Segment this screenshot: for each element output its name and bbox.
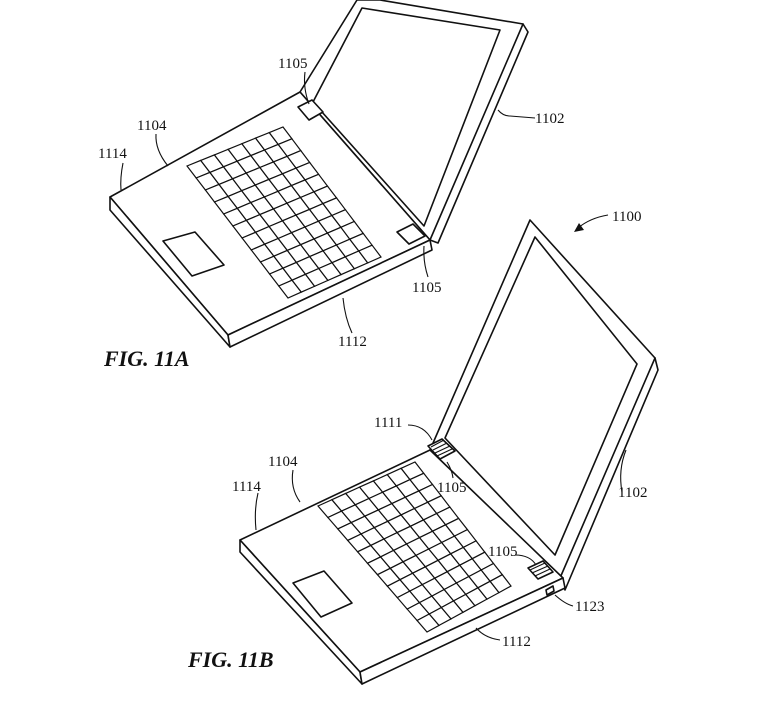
label-1123: 1123 (575, 599, 604, 615)
arrowhead-icon (574, 223, 584, 232)
trackpad-11a (162, 231, 225, 277)
laptop-fig-11a: 1105 1102 1104 1114 1105 1112 FIG. 11A (98, 0, 564, 371)
hinge-bottom-11a (396, 223, 426, 245)
label-1111: 1111 (374, 415, 402, 431)
keyboard-11a (186, 126, 382, 299)
label-1102-11a: 1102 (535, 111, 564, 127)
label-1114-11a: 1114 (98, 146, 127, 162)
label-1104-11b: 1104 (268, 454, 298, 470)
laptop-fig-11b: 1100 1111 1105 1104 1114 1102 1105 1123 … (187, 209, 659, 685)
label-1105-bottom-11a: 1105 (412, 280, 441, 296)
label-1105-bottom-11b: 1105 (488, 544, 517, 560)
label-1102-11b: 1102 (618, 485, 647, 501)
label-1105-top-11b: 1105 (437, 480, 466, 496)
label-1112-11a: 1112 (338, 334, 367, 350)
kb-a-key (357, 244, 382, 264)
hinge-top-11b (427, 438, 456, 460)
caption-fig-11b: FIG. 11B (187, 647, 274, 672)
kb-b-key (489, 573, 512, 594)
hinge-top-11a (297, 99, 324, 121)
label-1104-11a: 1104 (137, 118, 167, 134)
trackpad-11b (292, 570, 353, 618)
device-arrow-icon (577, 214, 609, 229)
hinge-bottom-11b (527, 560, 554, 580)
port-11b (545, 585, 555, 596)
caption-fig-11a: FIG. 11A (103, 346, 190, 371)
label-1100: 1100 (612, 209, 641, 225)
keyboard-11b (317, 461, 512, 633)
label-1114-11b: 1114 (232, 479, 261, 495)
label-1105-top-11a: 1105 (278, 56, 307, 72)
label-1112-11b: 1112 (502, 634, 531, 650)
